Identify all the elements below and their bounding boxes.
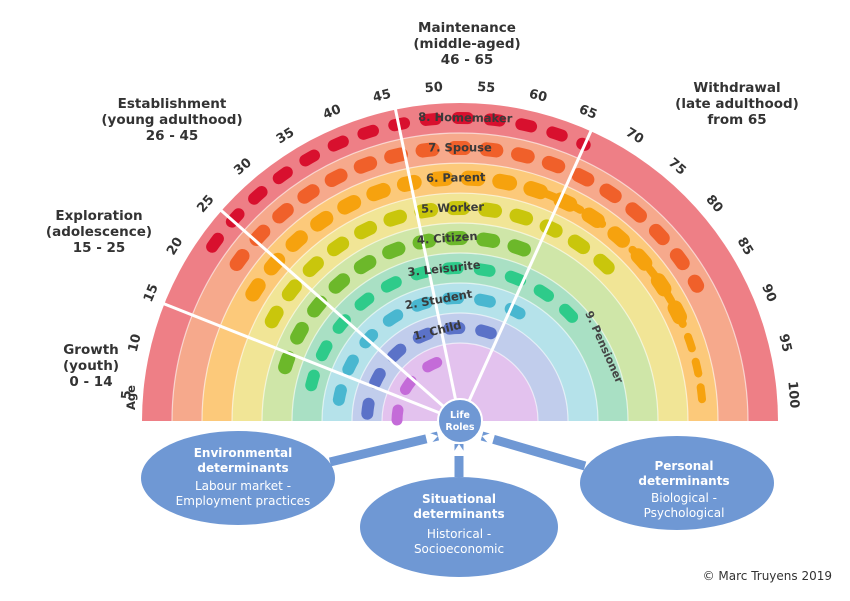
stage-exploration-sub: (adolescence)	[45, 224, 153, 240]
environmental-determinants-ellipse	[141, 431, 335, 525]
age-axis-label: Age	[124, 385, 138, 410]
role-label: 6. Parent	[426, 170, 486, 185]
stage-withdrawal-sub: (late adulthood)	[675, 96, 799, 112]
age-ticks: 5 10 15 20 25 30 35 40 45 50 55 60 65 70 75 80 85 90 95 100	[119, 80, 801, 409]
stage-establishment-sub: (young adulthood)	[101, 112, 243, 128]
connector-arrowhead	[451, 444, 467, 456]
personal-detail-line1: Biological -	[651, 491, 717, 505]
age-tick-label: 75	[665, 155, 689, 178]
pensioner-dash-arc	[541, 189, 707, 406]
situational-determinants-ellipse	[360, 477, 558, 577]
stage-divider	[154, 298, 461, 423]
center-label-line2: Roles	[445, 422, 475, 433]
stage-establishment-name: Establishment	[117, 96, 227, 112]
band-separator	[261, 222, 659, 422]
role-label: 4. Citizen	[416, 229, 478, 247]
age-tick-label: 55	[477, 80, 496, 96]
stage-label-withdrawal: Withdrawal (late adulthood) from 65	[652, 80, 822, 128]
stage-divider	[392, 99, 462, 422]
role-dash-arc	[264, 201, 620, 329]
band-separator	[201, 162, 719, 422]
band-separator	[381, 342, 539, 422]
stage-dividers	[154, 99, 597, 423]
age-tick-label: 5	[119, 390, 135, 400]
age-tick-label: 100	[784, 381, 801, 409]
personal-detail-line2: Psychological	[644, 506, 725, 520]
age-tick-label: 40	[321, 102, 343, 123]
age-tick-label: 95	[775, 332, 794, 353]
age-tick-label: 80	[702, 192, 725, 216]
role-dash-arc	[305, 262, 583, 392]
stage-label-exploration: Exploration (adolescence) 15 - 25	[34, 208, 164, 256]
stage-maintenance-name: Maintenance	[418, 20, 516, 36]
situational-title-line2: determinants	[413, 507, 504, 521]
role-dash-arc	[332, 292, 537, 406]
stage-growth-range: 0 - 14	[69, 374, 113, 390]
stage-label-establishment: Establishment (young adulthood) 26 - 45	[82, 96, 262, 144]
band-separator	[351, 312, 569, 422]
personal-title-line1: Personal	[655, 459, 714, 473]
stage-establishment-range: 26 - 45	[145, 128, 199, 144]
age-tick-label: 60	[527, 87, 548, 106]
stage-maintenance-sub: (middle-aged)	[413, 36, 521, 52]
age-tick-label: 70	[623, 125, 646, 147]
role-label: 8. Homemaker	[418, 110, 513, 126]
stage-maintenance-range: 46 - 65	[440, 52, 494, 68]
age-tick-label: 10	[126, 332, 145, 353]
stage-exploration-range: 15 - 25	[72, 240, 126, 256]
determinant-connectors	[328, 431, 587, 477]
age-tick-label: 45	[371, 87, 392, 106]
situational-title-line1: Situational	[422, 492, 496, 506]
stage-label-maintenance: Maintenance (middle-aged) 46 - 65	[382, 20, 552, 68]
stage-growth-sub: (youth)	[62, 358, 120, 374]
role-dash-arcs	[206, 112, 707, 426]
determinant-connector	[480, 431, 587, 471]
rainbow-band	[382, 343, 538, 421]
age-tick-label: 25	[194, 192, 217, 216]
band-separator	[231, 192, 689, 422]
stage-growth-name: Growth	[63, 342, 119, 358]
determinant-connector	[328, 431, 440, 467]
stage-divider	[458, 121, 597, 422]
band-separator	[291, 252, 629, 422]
environmental-detail-line1: Labour market -	[195, 479, 291, 493]
role-dash-arc	[206, 112, 591, 253]
copyright-credit: © Marc Truyens 2019	[702, 569, 832, 583]
connector-arrowhead	[424, 431, 438, 447]
situational-detail-line1: Historical -	[427, 527, 491, 541]
environmental-detail-line2: Employment practices	[176, 494, 311, 508]
environmental-title-line2: determinants	[197, 461, 288, 475]
life-roles-node	[437, 398, 483, 444]
stage-withdrawal-name: Withdrawal	[693, 80, 781, 96]
connector-arrowhead	[482, 431, 496, 448]
age-tick-label: 65	[577, 102, 599, 123]
situational-detail-line2: Socioeconomic	[414, 542, 504, 556]
role-dash-arc	[361, 322, 510, 420]
age-tick-label: 50	[424, 80, 443, 96]
role-dash-arc	[278, 231, 543, 375]
band-separator	[321, 282, 599, 422]
center-label-line1: Life	[450, 410, 470, 421]
stage-exploration-name: Exploration	[55, 208, 143, 224]
age-tick-label: 90	[758, 282, 779, 304]
band-separator	[171, 132, 749, 422]
stage-withdrawal-range: from 65	[707, 112, 767, 128]
age-tick-label: 30	[231, 155, 255, 178]
age-tick-label: 20	[164, 235, 186, 258]
personal-determinants-ellipse	[580, 436, 774, 530]
stage-label-growth: Growth (youth) 0 - 14	[48, 342, 134, 390]
role-dash-arc	[391, 354, 451, 426]
role-label: 5. Worker	[421, 200, 485, 216]
role-label: 7. Spouse	[428, 141, 492, 155]
personal-title-line2: determinants	[638, 474, 729, 488]
environmental-title-line1: Environmental	[194, 446, 293, 460]
age-tick-label: 35	[274, 125, 297, 147]
age-tick-label: 85	[734, 235, 756, 258]
stage-divider	[212, 202, 461, 423]
age-tick-label: 15	[141, 282, 162, 304]
